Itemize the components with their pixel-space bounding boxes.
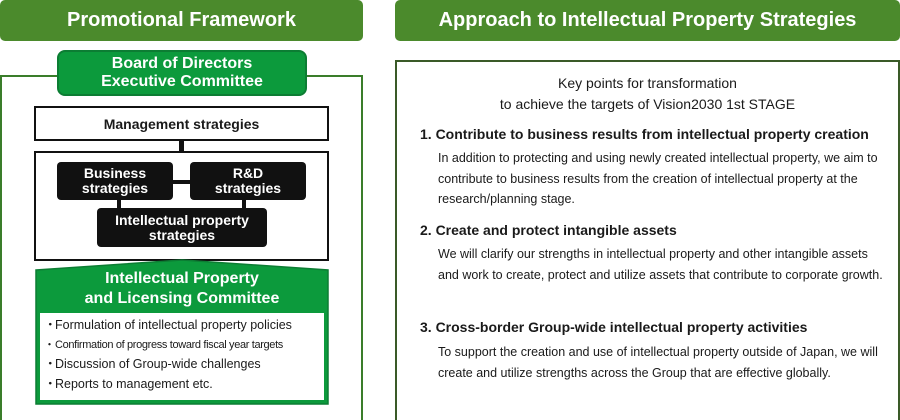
rnd-strategies-box: R&D strategies — [190, 162, 306, 200]
point-2-text: We will clarify our strengths in intelle… — [438, 247, 883, 282]
board-of-directors-box: Board of Directors Executive Committee — [57, 50, 307, 96]
approach-frame — [395, 60, 900, 420]
ip-line-1: Intellectual property — [115, 211, 249, 228]
duty-item: ・Formulation of intellectual property po… — [44, 316, 326, 336]
rnd-ip-connector — [242, 198, 246, 210]
committee-line-1: Intellectual Property — [105, 270, 259, 287]
management-strategies-box: Management strategies — [34, 106, 329, 141]
bullet-icon: ・ — [44, 357, 57, 371]
duty-item: ・Discussion of Group-wide challenges — [44, 355, 326, 375]
ip-strategies-box: Intellectual property strategies — [97, 208, 267, 247]
key-points-intro: Key points for transformation to achieve… — [397, 73, 898, 115]
point-2-title: 2. Create and protect intangible assets — [420, 222, 677, 238]
ip-line-2: strategies — [148, 226, 216, 243]
intro-line-1: Key points for transformation — [558, 75, 737, 91]
committee-title: Intellectual Property and Licensing Comm… — [34, 269, 330, 309]
point-1-text: In addition to protecting and using newl… — [438, 151, 878, 206]
board-line-2: Executive Committee — [101, 73, 263, 90]
point-1-title: 1. Contribute to business results from i… — [420, 126, 869, 142]
management-strategies-label: Management strategies — [103, 115, 260, 132]
bullet-icon: ・ — [44, 318, 57, 332]
committee-shape — [35, 259, 329, 405]
approach-title: Approach to Intellectual Property Strate… — [438, 9, 857, 31]
bullet-icon: ・ — [44, 338, 55, 351]
duty-text: Confirmation of progress toward fiscal y… — [55, 338, 283, 351]
bullet-icon: ・ — [44, 376, 57, 391]
board-line-1: Board of Directors — [111, 55, 253, 72]
committee-duties-panel — [40, 313, 324, 400]
management-connector — [179, 141, 184, 151]
duty-item: ・Reports to management etc. — [44, 375, 326, 395]
business-ip-connector — [117, 198, 121, 210]
business-line-1: Business — [83, 165, 147, 181]
rnd-line-2: strategies — [214, 180, 282, 196]
duty-text: Discussion of Group-wide challenges — [55, 357, 261, 371]
promotional-framework-title: Promotional Framework — [67, 9, 296, 31]
intro-line-2: to achieve the targets of Vision2030 1st… — [499, 96, 796, 112]
committee-duties-list: ・Formulation of intellectual property po… — [44, 316, 326, 394]
business-line-2: strategies — [81, 180, 149, 196]
duty-text: Formulation of intellectual property pol… — [55, 318, 292, 332]
duty-text: Reports to management etc. — [55, 376, 213, 391]
promotional-framework-header: Promotional Framework — [0, 0, 363, 41]
point-3-text: To support the creation and use of intel… — [438, 345, 878, 380]
rnd-line-1: R&D — [232, 165, 264, 181]
business-rnd-connector — [172, 180, 192, 184]
approach-header: Approach to Intellectual Property Strate… — [395, 0, 900, 41]
committee-line-2: and Licensing Committee — [84, 290, 280, 307]
business-strategies-box: Business strategies — [57, 162, 173, 200]
duty-item: ・Confirmation of progress toward fiscal … — [44, 336, 326, 356]
point-3-title: 3. Cross-border Group-wide intellectual … — [420, 319, 808, 335]
